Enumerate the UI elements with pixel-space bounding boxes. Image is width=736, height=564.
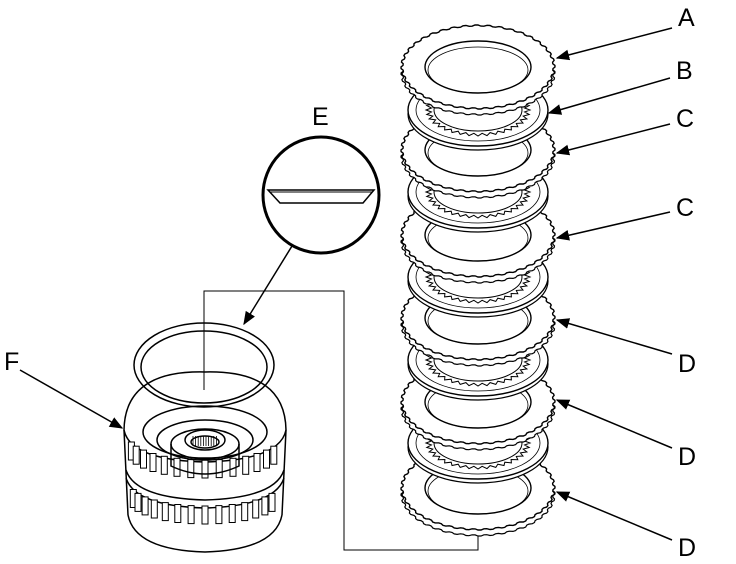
- label-c1: C: [676, 105, 694, 133]
- label-f: F: [4, 348, 19, 376]
- label-c2: C: [676, 194, 694, 222]
- label-e: E: [312, 103, 329, 131]
- snap-ring: [133, 322, 275, 408]
- leader-d1: [555, 318, 673, 355]
- leader-a: [555, 27, 673, 61]
- drum-lower-slots: [129, 489, 276, 525]
- leader-f: [19, 369, 124, 429]
- steel-plate: [400, 24, 556, 116]
- connector-outline: [203, 290, 479, 551]
- leader-c2: [555, 211, 671, 241]
- label-d2: D: [678, 443, 696, 471]
- leader-d3: [555, 491, 673, 541]
- detail-circle: [261, 135, 381, 255]
- leader-b: [547, 77, 671, 115]
- drum-hub-spline: [192, 436, 217, 446]
- label-d1: D: [678, 350, 696, 378]
- ring-cross-section: [266, 189, 376, 204]
- leader-e: [243, 245, 293, 326]
- leader-c1: [555, 123, 671, 156]
- label-b: B: [676, 57, 693, 85]
- label-d3: D: [678, 534, 696, 562]
- clutch-drum: [123, 371, 287, 553]
- label-a: A: [678, 4, 695, 32]
- drum-upper-slots: [127, 441, 278, 479]
- leader-d2: [555, 399, 673, 449]
- clutch-plate-stack: [400, 24, 556, 537]
